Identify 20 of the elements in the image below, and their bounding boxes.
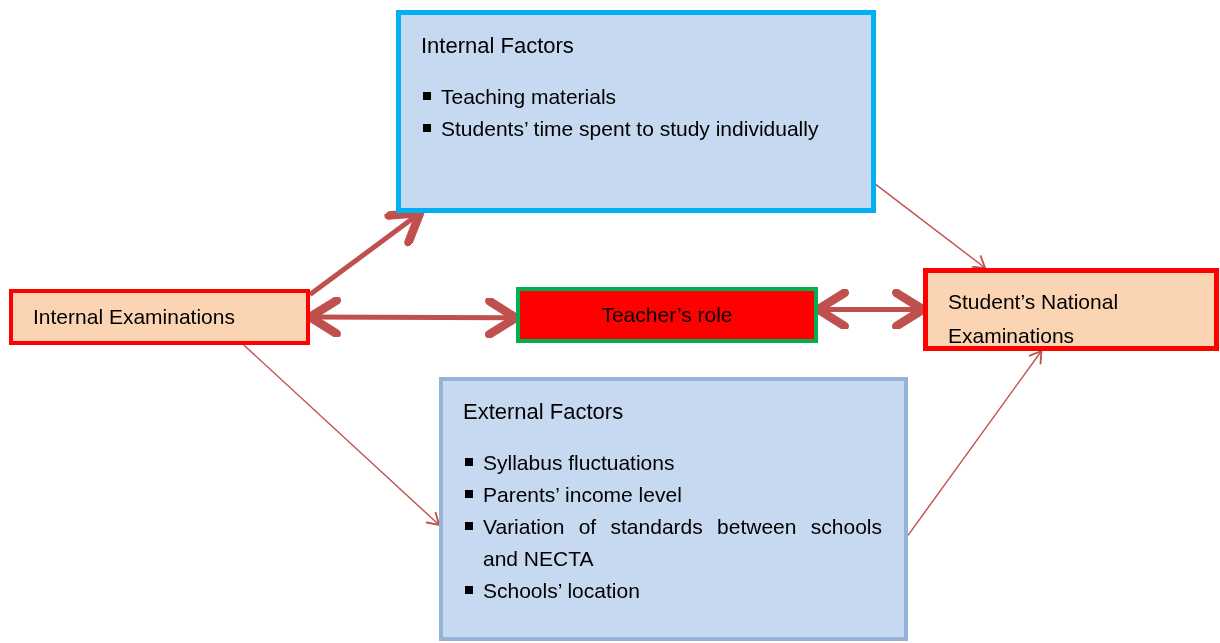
bullet-text: Variation of standards between schools and NECTA (483, 514, 882, 572)
arrow (243, 344, 440, 526)
bullet-text: Syllabus fluctuations (483, 450, 676, 476)
bullet-text: Parents’ income level (483, 482, 683, 508)
node-label: Teacher’s role (601, 303, 733, 327)
process-box (923, 268, 1219, 351)
factors-box (439, 377, 908, 641)
bullet-text: Schools’ location (483, 578, 641, 604)
factors-box (396, 10, 876, 213)
arrow (875, 183, 987, 269)
arrow (907, 350, 1043, 537)
node-label: Student’s National Examinations (948, 289, 1120, 349)
box-heading: Internal Factors (421, 33, 575, 59)
process-box (516, 287, 818, 343)
box-heading: External Factors (463, 399, 625, 425)
bullet-text: Students’ time spent to study individually (441, 116, 820, 142)
bullet-text: Teaching materials (441, 84, 618, 110)
node-label: Internal Examinations (33, 305, 235, 329)
arrow (308, 208, 425, 297)
process-box (9, 289, 310, 345)
